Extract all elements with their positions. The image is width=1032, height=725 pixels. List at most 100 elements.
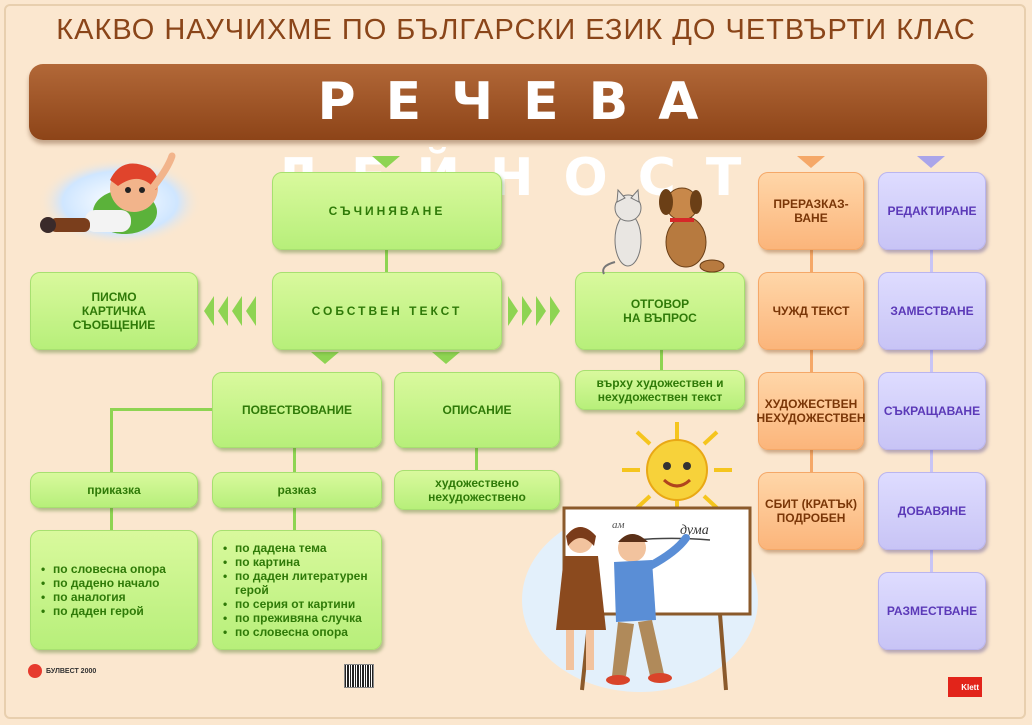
fairy-tale-label: приказка (87, 483, 141, 497)
message-label: СЪОБЩЕНИЕ (72, 318, 156, 332)
list-item: по серия от картини (223, 597, 381, 611)
narration-box: ПОВЕСТВОВАНИЕ (212, 372, 382, 448)
chevron-right-icon (522, 296, 532, 326)
connector-line (810, 448, 813, 472)
list-item: по дадено начало (41, 576, 197, 590)
description-label: ОПИСАНИЕ (442, 403, 512, 417)
chevron-right-icon (550, 296, 560, 326)
publisher-logo: БУЛВЕСТ 2000 (28, 664, 96, 678)
fairy-tale-box: приказка (30, 472, 198, 508)
shortening-label: СЪКРАЩАВАНЕ (883, 404, 981, 418)
children-at-board-illustration: дума ам (522, 506, 758, 692)
title-banner: РЕЧЕВА ДЕЙНОСТ (29, 64, 987, 208)
arrow-down-icon (372, 156, 400, 168)
poster-subtitle: КАКВО НАУЧИХМЕ ПО БЪЛГАРСКИ ЕЗИК ДО ЧЕТВ… (56, 14, 976, 46)
rearranging-box: РАЗМЕСТВАНЕ (878, 572, 986, 650)
story-list: по дадена тема по картина по даден литер… (212, 530, 382, 650)
cat-and-dog-illustration (602, 187, 725, 275)
connector-line (930, 248, 933, 272)
arrow-down-icon (797, 156, 825, 168)
postcard-label: КАРТИЧКА (81, 304, 147, 318)
brief-detailed-box: СБИТ (КРАТЪК) ПОДРОБЕН (758, 472, 864, 550)
connector-line (110, 408, 213, 411)
arrow-down-icon (917, 156, 945, 168)
connector-line (930, 448, 933, 472)
foreign-text-label: ЧУЖД ТЕКСТ (772, 304, 850, 318)
connector-line (385, 248, 388, 272)
barcode (344, 664, 374, 688)
list-item: по словесна опора (41, 562, 197, 576)
connector-line (660, 348, 663, 370)
own-text-box: СОБСТВЕН ТЕКСТ (272, 272, 502, 350)
arrow-down-icon (432, 352, 460, 364)
own-text-label: СОБСТВЕН ТЕКСТ (311, 304, 463, 318)
story-label: разказ (277, 483, 317, 497)
brief-line1: СБИТ (КРАТЪК) (764, 497, 857, 511)
description-box: ОПИСАНИЕ (394, 372, 560, 448)
publisher-name: БУЛВЕСТ 2000 (46, 667, 97, 675)
chevron-left-icon (204, 296, 214, 326)
connector-line (810, 248, 813, 272)
adding-label: ДОБАВЯНЕ (897, 504, 967, 518)
fairy-tale-list: по словесна опора по дадено начало по ан… (30, 530, 198, 650)
rearranging-label: РАЗМЕСТВАНЕ (886, 604, 978, 618)
list-item: по картина (223, 555, 381, 569)
answer-note-line2: нехудожествен текст (597, 390, 723, 404)
brief-line2: ПОДРОБЕН (776, 511, 846, 525)
connector-line (293, 506, 296, 530)
connector-line (110, 506, 113, 530)
fiction-box: ХУДОЖЕСТВЕН НЕХУДОЖЕСТВЕН (756, 372, 866, 450)
answer-box: ОТГОВОР НА ВЪПРОС (575, 272, 745, 350)
fiction-type-label: художествено (435, 476, 519, 490)
answer-note-line1: върху художествен и (596, 376, 724, 390)
list-item: по дадена тема (223, 541, 381, 555)
fiction-line1: ХУДОЖЕСТВЕН (764, 397, 858, 411)
narration-label: ПОВЕСТВОВАНИЕ (241, 403, 353, 417)
chevron-left-icon (218, 296, 228, 326)
shortening-box: СЪКРАЩАВАНЕ (878, 372, 986, 450)
list-item: по преживяна случка (223, 611, 381, 625)
fiction-line2: НЕХУДОЖЕСТВЕН (756, 411, 866, 425)
board-word: ам (612, 519, 625, 531)
klett-logo: Klett (948, 677, 982, 697)
list-item: по даден герой (41, 604, 197, 618)
chevron-right-icon (536, 296, 546, 326)
answer-label-line1: ОТГОВОР (630, 297, 690, 311)
connector-line (110, 408, 113, 472)
answer-note-box: върху художествен и нехудожествен текст (575, 370, 745, 410)
description-types-box: художествено нехудожествено (394, 470, 560, 510)
adding-box: ДОБАВЯНЕ (878, 472, 986, 550)
chevron-left-icon (246, 296, 256, 326)
list-item: по словесна опора (223, 625, 381, 639)
retelling-box: ПРЕРАЗКАЗ- ВАНЕ (758, 172, 864, 250)
publisher-logo-icon (28, 664, 42, 678)
letter-box: ПИСМО КАРТИЧКА СЪОБЩЕНИЕ (30, 272, 198, 350)
foreign-text-box: ЧУЖД ТЕКСТ (758, 272, 864, 350)
retelling-line1: ПРЕРАЗКАЗ- (773, 197, 849, 211)
answer-label-line2: НА ВЪПРОС (623, 311, 697, 325)
chevron-left-icon (232, 296, 242, 326)
retelling-line2: ВАНЕ (794, 211, 828, 225)
letter-label: ПИСМО (91, 290, 137, 304)
arrow-down-icon (311, 352, 339, 364)
connector-line (930, 348, 933, 372)
list-item: по даден литературен герой (223, 569, 381, 597)
editing-label: РЕДАКТИРАНЕ (887, 204, 977, 218)
chevron-right-icon (508, 296, 518, 326)
flying-boy-illustration (38, 152, 200, 246)
connector-line (293, 446, 296, 474)
connector-line (930, 548, 933, 572)
nonfiction-type-label: нехудожествено (428, 490, 526, 504)
editing-box: РЕДАКТИРАНЕ (878, 172, 986, 250)
replacing-box: ЗАМЕСТВАНЕ (878, 272, 986, 350)
list-item: по аналогия (41, 590, 197, 604)
composing-label: СЪЧИНЯВАНЕ (328, 204, 446, 218)
story-box: разказ (212, 472, 382, 508)
composing-box: СЪЧИНЯВАНЕ (272, 172, 502, 250)
connector-line (810, 348, 813, 372)
connector-line (475, 446, 478, 470)
klett-label: Klett (961, 682, 979, 692)
replacing-label: ЗАМЕСТВАНЕ (890, 304, 974, 318)
sun-illustration (622, 422, 732, 518)
